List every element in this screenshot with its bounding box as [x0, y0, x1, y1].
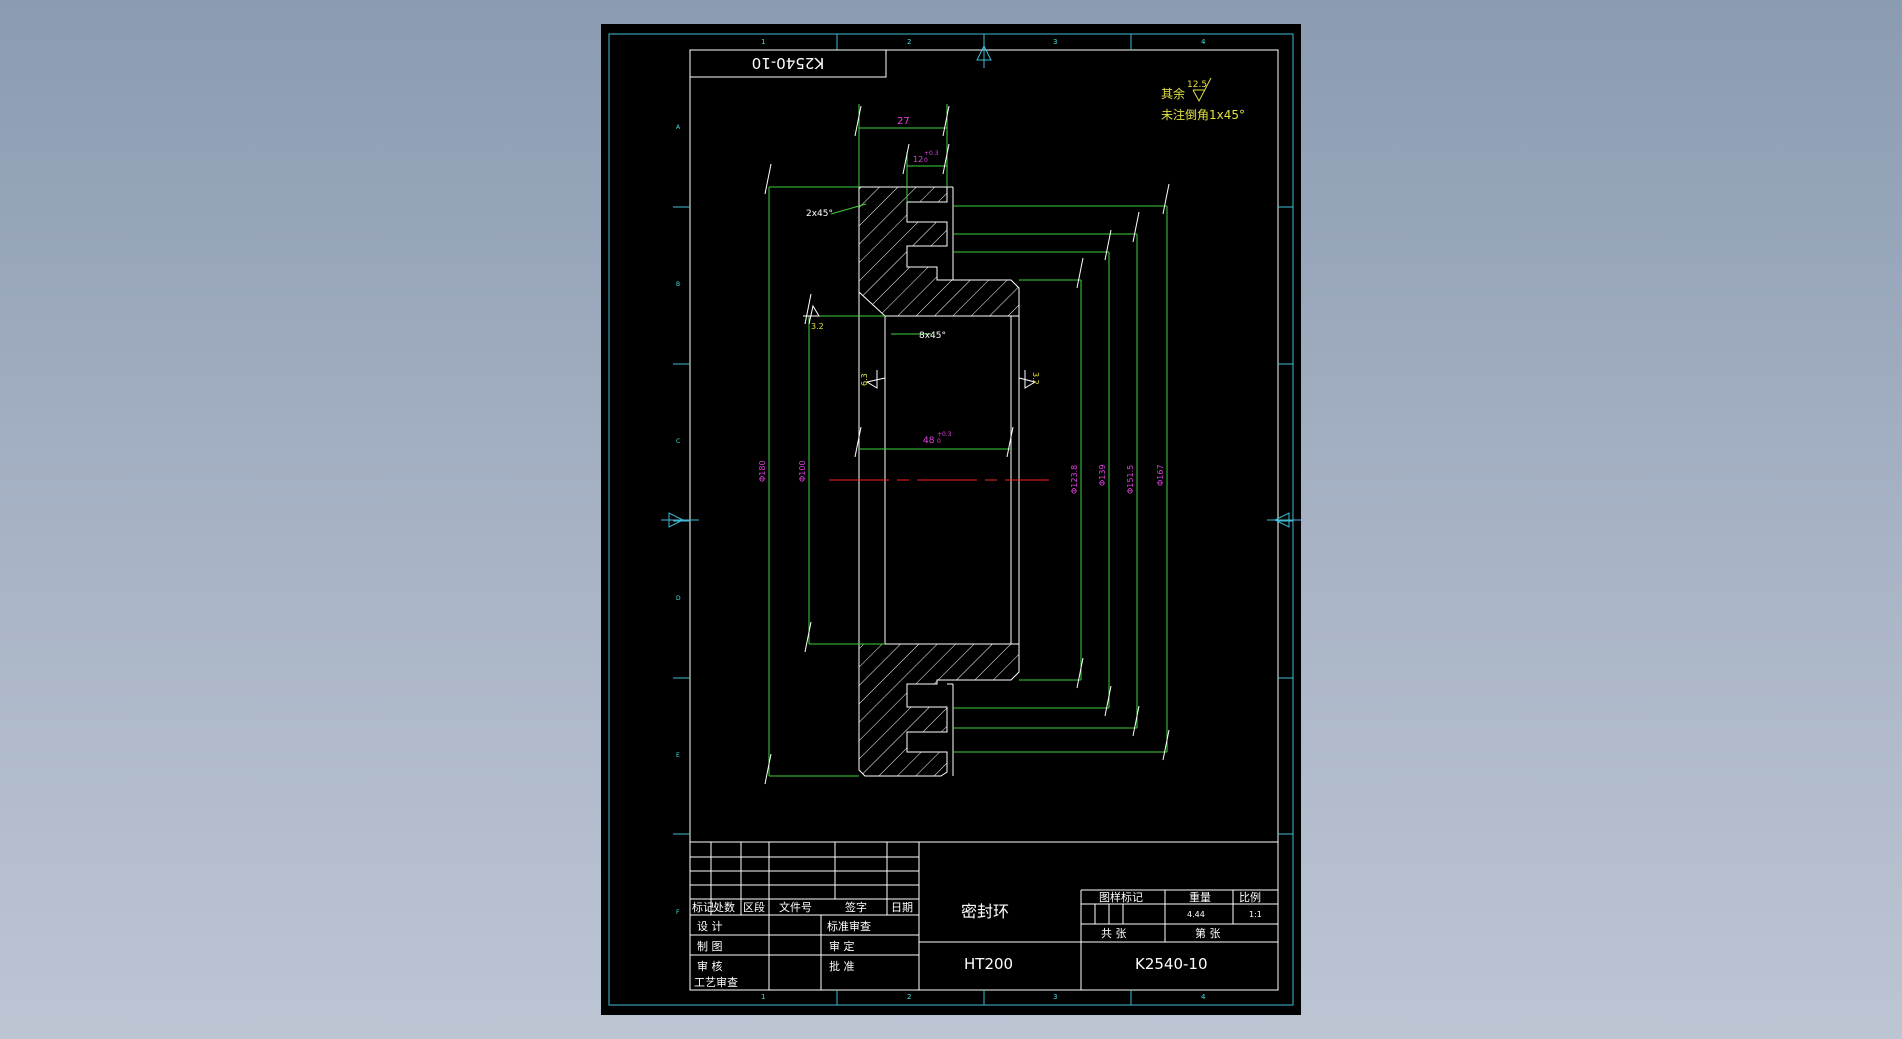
- grid-side-d: D: [676, 595, 681, 602]
- grid-side-c: C: [676, 438, 680, 445]
- rev-header-mark: 标记: [692, 900, 714, 914]
- tb-design: 设 计: [697, 920, 723, 933]
- dim-chamfer-outer: 2x45°: [806, 209, 833, 219]
- dim-dia-151-5: Φ151.5: [1126, 465, 1135, 494]
- roughness-left-value: 3.2: [811, 322, 824, 331]
- tb-approve: 批 准: [829, 959, 855, 973]
- rev-header-doc: 文件号: [779, 900, 812, 914]
- dim-dia-100: Φ100: [798, 460, 807, 482]
- tb-drawing: 制 图: [697, 940, 723, 953]
- dim-groove-width: 12: [913, 155, 923, 164]
- roughness-right-value: 3.2: [1031, 372, 1040, 385]
- dim-dia-180: Φ180: [758, 460, 767, 482]
- dim-groove-tol-lower: 0: [924, 157, 928, 164]
- drawing-number-top: K2540-10: [752, 54, 825, 72]
- part-section-view: [829, 186, 1049, 777]
- grid-side-a: A: [676, 124, 681, 131]
- dim-bore-tol-lower: 0: [937, 438, 941, 445]
- rev-header-date: 日期: [891, 901, 913, 914]
- note-rest-label: 其余: [1161, 86, 1185, 101]
- grid-bottom-3: 3: [1053, 993, 1057, 1001]
- dim-dia-123-8: Φ123.8: [1070, 465, 1079, 494]
- grid-bottom-2: 2: [907, 993, 911, 1001]
- drawing-sheet: 1 2 3 4 1 2 3 4 A B C D E F K2540-10 其余 …: [601, 24, 1301, 1015]
- sheet-no: 第 张: [1195, 926, 1221, 940]
- part-name: 密封环: [961, 902, 1009, 921]
- roughness-symbol-bore: [865, 370, 886, 389]
- note-rest-roughness: 12.5: [1187, 80, 1207, 90]
- centering-mark-right: [1267, 512, 1301, 528]
- dim-dia-167: Φ167: [1156, 464, 1165, 486]
- grid-side: [673, 206, 1293, 835]
- stage-mark: 图样标记: [1099, 890, 1143, 904]
- grid-top-2: 2: [907, 38, 911, 46]
- dim-bore-length: 48: [923, 436, 935, 446]
- dimension-lines: [768, 104, 1168, 777]
- total-sheets: 共 张: [1101, 927, 1127, 940]
- drawing-number: K2540-10: [1135, 955, 1208, 973]
- grid-top-3: 3: [1053, 38, 1057, 46]
- material: HT200: [964, 955, 1013, 973]
- grid-bottom-4: 4: [1201, 993, 1206, 1001]
- dim-bore-tol: +0.3: [937, 431, 952, 438]
- weight-value: 4.44: [1187, 910, 1205, 919]
- roughness-symbol-rest: [1192, 77, 1212, 103]
- scale-label: 比例: [1239, 890, 1261, 904]
- grid-bottom: [836, 990, 1132, 1005]
- dim-chamfer-inner: 8x45°: [919, 331, 946, 341]
- title-block: [690, 841, 1278, 990]
- dim-groove-tol: +0.3: [924, 150, 939, 157]
- rev-header-sign: 签字: [845, 900, 867, 914]
- tb-review: 审 定: [829, 939, 855, 953]
- grid-top-1: 1: [761, 38, 765, 46]
- grid-top-4: 4: [1201, 38, 1206, 46]
- dim-top-width: 27: [897, 116, 910, 127]
- roughness-bore-value: 6.3: [860, 373, 869, 386]
- weight-label: 重量: [1189, 890, 1211, 904]
- section-upper: [858, 186, 1020, 317]
- tb-check: 审 核: [697, 959, 723, 973]
- rev-header-count: 处数: [713, 901, 735, 914]
- dimension-ticks: [764, 105, 1170, 785]
- centering-mark-left: [661, 512, 699, 528]
- note-chamfer: 未注倒角1x45°: [1161, 107, 1245, 122]
- roughness-symbol-left: [803, 304, 820, 325]
- dim-dia-139: Φ139: [1098, 464, 1107, 486]
- centering-mark-top: [976, 36, 992, 68]
- grid-side-e: E: [676, 752, 680, 759]
- scale-value: 1:1: [1249, 910, 1262, 919]
- tb-process: 工艺审查: [694, 975, 738, 989]
- tb-std-review: 标准审查: [827, 919, 871, 933]
- section-lower: [858, 643, 1020, 777]
- grid-side-f: F: [676, 909, 680, 916]
- rev-header-zone: 区段: [743, 900, 765, 914]
- roughness-symbol-right: [1018, 370, 1037, 389]
- grid-side-b: B: [676, 281, 680, 288]
- grid-bottom-1: 1: [761, 993, 765, 1001]
